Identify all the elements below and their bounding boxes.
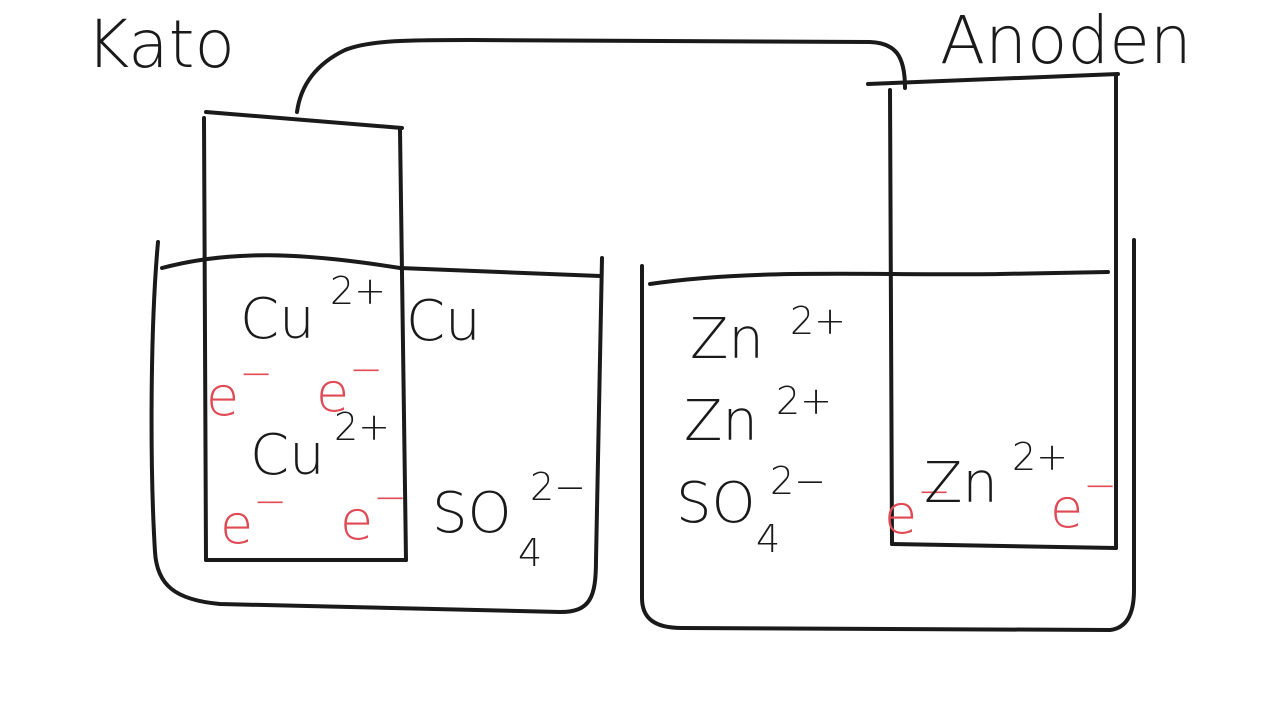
right-sulfate-charge: 2−: [770, 459, 827, 503]
left-sulfate: SO: [432, 481, 512, 546]
left-sulfate-subscript: 4: [518, 531, 543, 575]
left-beaker: [149, 240, 604, 614]
zn-electrode-ion-charge: 2+: [1012, 435, 1069, 479]
electron-5: e−: [884, 469, 951, 546]
right-sulfate-subscript: 4: [756, 517, 781, 561]
cathode-label: Kato: [86, 6, 235, 83]
electron-3: e−: [220, 479, 287, 556]
left-sulfate-charge: 2−: [530, 465, 587, 509]
anode-label: Anoden: [940, 2, 1192, 79]
zn-ion-2-charge: 2+: [776, 379, 833, 423]
cu-ion-1-charge: 2+: [330, 269, 387, 313]
cu-ion-1: Cu: [240, 287, 315, 352]
right-solution-surface: [648, 270, 1110, 286]
left-electrode: [204, 110, 404, 130]
right-electrode-bottom: [890, 542, 1118, 550]
left-solution-surface: [160, 253, 602, 278]
connecting-wire: [295, 38, 907, 114]
cu-ion-2-charge: 2+: [334, 405, 391, 449]
right-sulfate: SO: [676, 471, 756, 536]
anode-lid-line: [866, 72, 1120, 86]
cu-ion-2: Cu: [250, 423, 325, 488]
electron-4: e−: [340, 475, 407, 552]
right-electrode-left-side: [888, 88, 894, 546]
electron-1: e−: [206, 351, 273, 428]
zn-ion-1: Zn: [690, 307, 764, 372]
right-beaker: [640, 238, 1136, 632]
left-electrode-right-side: [398, 128, 408, 562]
zn-ion-1-charge: 2+: [790, 299, 847, 343]
zn-electrode-ion: Zn: [924, 451, 998, 516]
electron-2: e−: [316, 347, 383, 424]
left-electrode-left-side: [202, 116, 208, 562]
zn-ion-2: Zn: [684, 389, 758, 454]
cu-electrode-metal: Cu: [406, 289, 481, 354]
electron-6: e−: [1050, 463, 1117, 540]
